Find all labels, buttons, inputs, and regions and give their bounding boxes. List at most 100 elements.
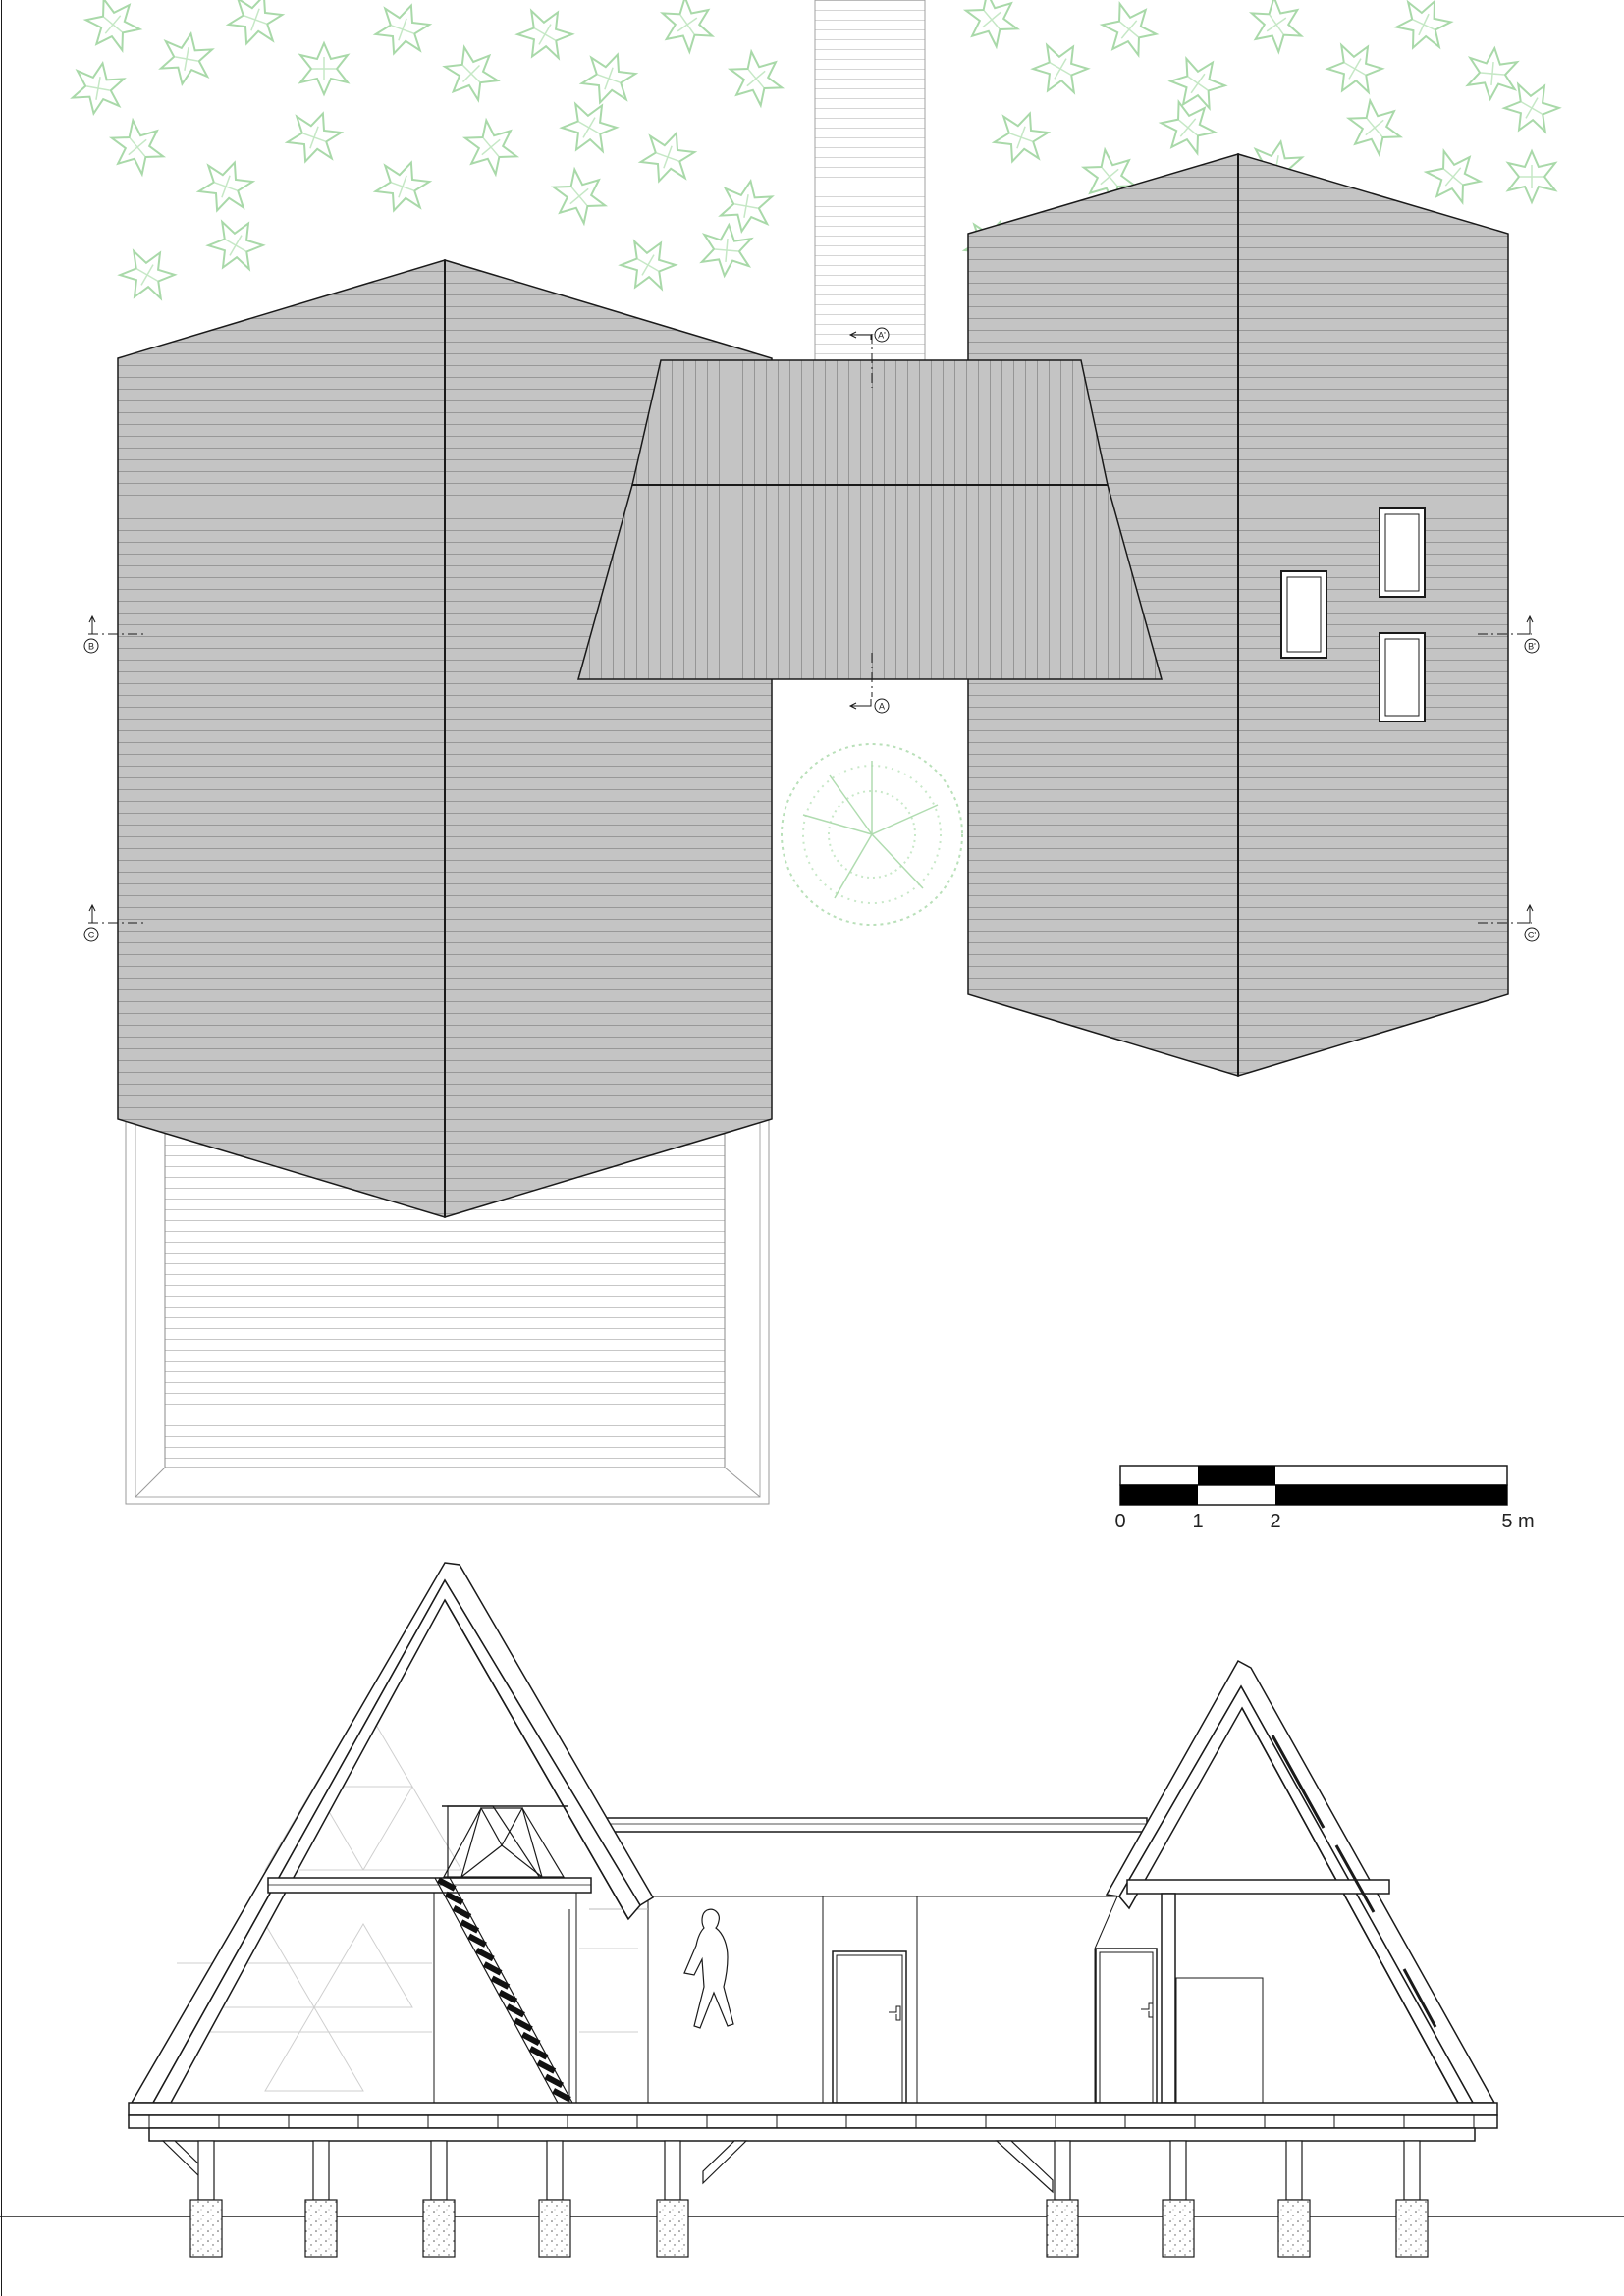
- section-mark-b-right: B': [1524, 614, 1540, 654]
- tree-leaf: [1507, 150, 1556, 203]
- tree-leaf: [1465, 45, 1520, 102]
- stair-step: [437, 1877, 457, 1892]
- scale-end-label: 5 m: [1501, 1511, 1534, 1532]
- tree-leaf: [576, 45, 641, 112]
- tree-leaf: [720, 42, 792, 115]
- scale-tick-0: 0: [1114, 1511, 1125, 1532]
- stair-step: [444, 1891, 464, 1905]
- tree-leaf: [223, 0, 288, 53]
- structural-braces: [161, 2140, 1054, 2194]
- pier-post: [312, 2140, 330, 2201]
- stair-step: [452, 1905, 472, 1920]
- stair-step: [520, 2031, 541, 2047]
- section-label-c-right: C': [1528, 931, 1536, 940]
- pier-post: [1054, 2140, 1071, 2201]
- stair-step: [482, 1961, 503, 1976]
- tree-leaf: [193, 153, 258, 220]
- stair-step: [514, 2017, 533, 2032]
- floor-joists: [148, 2115, 1475, 2128]
- pier-post: [430, 2140, 448, 2201]
- pier-footing: [189, 2199, 223, 2258]
- pier-footing: [304, 2199, 338, 2258]
- tree-leaf: [635, 124, 700, 190]
- tree-leaf: [282, 104, 347, 171]
- tree-leaf: [1240, 0, 1313, 60]
- tree-leaf: [1417, 140, 1489, 213]
- tree-leaf: [69, 58, 128, 119]
- courtyard-tree-icon: [781, 743, 963, 926]
- stair-step: [475, 1947, 495, 1962]
- door-icon: [832, 1948, 1158, 2104]
- tree-leaf: [1321, 33, 1389, 104]
- section-label-c-left: C: [88, 931, 95, 940]
- pier-footing: [1277, 2199, 1311, 2258]
- tree-leaf: [370, 0, 435, 63]
- right-a-frame: [1105, 1659, 1496, 2104]
- person-silhouette-icon: [683, 1908, 734, 2029]
- section-mark-b-left: B: [83, 614, 99, 654]
- piers: [189, 2140, 1429, 2258]
- tree-leaf: [699, 222, 754, 279]
- tree-leaf: [1152, 91, 1224, 164]
- pier-post: [1403, 2140, 1421, 2201]
- tree-leaf: [1497, 73, 1566, 143]
- pier-post: [1285, 2140, 1303, 2201]
- stair-step: [490, 1975, 511, 1990]
- stair-step: [544, 2073, 564, 2088]
- tree-leaf: [1026, 33, 1095, 104]
- connector-roof: [577, 359, 1163, 680]
- section-mark-a-bottom: A: [848, 698, 890, 714]
- tree-leaf: [101, 111, 174, 184]
- pier-footing: [422, 2199, 456, 2258]
- tree-leaf: [299, 42, 349, 95]
- section-mark-c-left: C: [83, 903, 99, 942]
- tree-leaf: [455, 111, 527, 184]
- pier-post: [197, 2140, 215, 2201]
- tree-leaf: [113, 240, 182, 310]
- tree-leaf: [651, 0, 724, 60]
- tree-leaf: [370, 153, 435, 220]
- section-mark-c-right: C': [1524, 903, 1540, 942]
- scale-tick-2: 2: [1270, 1511, 1280, 1532]
- skylight-icon: [1280, 507, 1426, 722]
- section-label-b-right: B': [1528, 642, 1536, 652]
- section-mark-a-top: A': [848, 327, 890, 343]
- tree-leaf: [511, 0, 579, 70]
- section-label-a-top: A': [878, 331, 886, 341]
- pier-post: [1169, 2140, 1187, 2201]
- tree-leaf: [1338, 91, 1411, 164]
- tree-leaf: [614, 230, 682, 300]
- stair-step: [498, 1989, 518, 2004]
- stair-step: [552, 2088, 571, 2103]
- tree-leaf: [1093, 0, 1165, 66]
- pier-footing: [1395, 2199, 1429, 2258]
- stair-step: [460, 1919, 480, 1934]
- section-label-b-left: B: [88, 642, 94, 652]
- ladder-stair: [437, 1877, 571, 2103]
- stair-step: [467, 1933, 487, 1948]
- scale-tick-1: 1: [1192, 1511, 1203, 1532]
- stair-step: [528, 2046, 549, 2060]
- left-a-frame: [130, 1562, 655, 2104]
- tree-leaf: [435, 37, 508, 110]
- tree-leaf: [1163, 47, 1233, 120]
- pier-post: [664, 2140, 681, 2201]
- connector-roof-beam: [591, 1817, 1148, 1833]
- cross-section: [0, 1562, 1624, 2258]
- tree-leaf: [77, 0, 149, 61]
- stair-step: [536, 2059, 557, 2074]
- pier-post: [546, 2140, 564, 2201]
- pier-footing: [656, 2199, 689, 2258]
- tree-leaf: [1390, 0, 1457, 59]
- pier-footing: [538, 2199, 571, 2258]
- entry-walkway: [814, 0, 926, 364]
- tree-leaf: [157, 28, 216, 89]
- pier-footing: [1046, 2199, 1079, 2258]
- tree-leaf: [201, 210, 270, 281]
- stair-step: [506, 2003, 525, 2018]
- tree-leaf: [955, 0, 1028, 56]
- pier-footing: [1162, 2199, 1195, 2258]
- scale-bar: 0 1 2 5 m: [1114, 1465, 1535, 1532]
- floor-deck: [128, 2102, 1498, 2142]
